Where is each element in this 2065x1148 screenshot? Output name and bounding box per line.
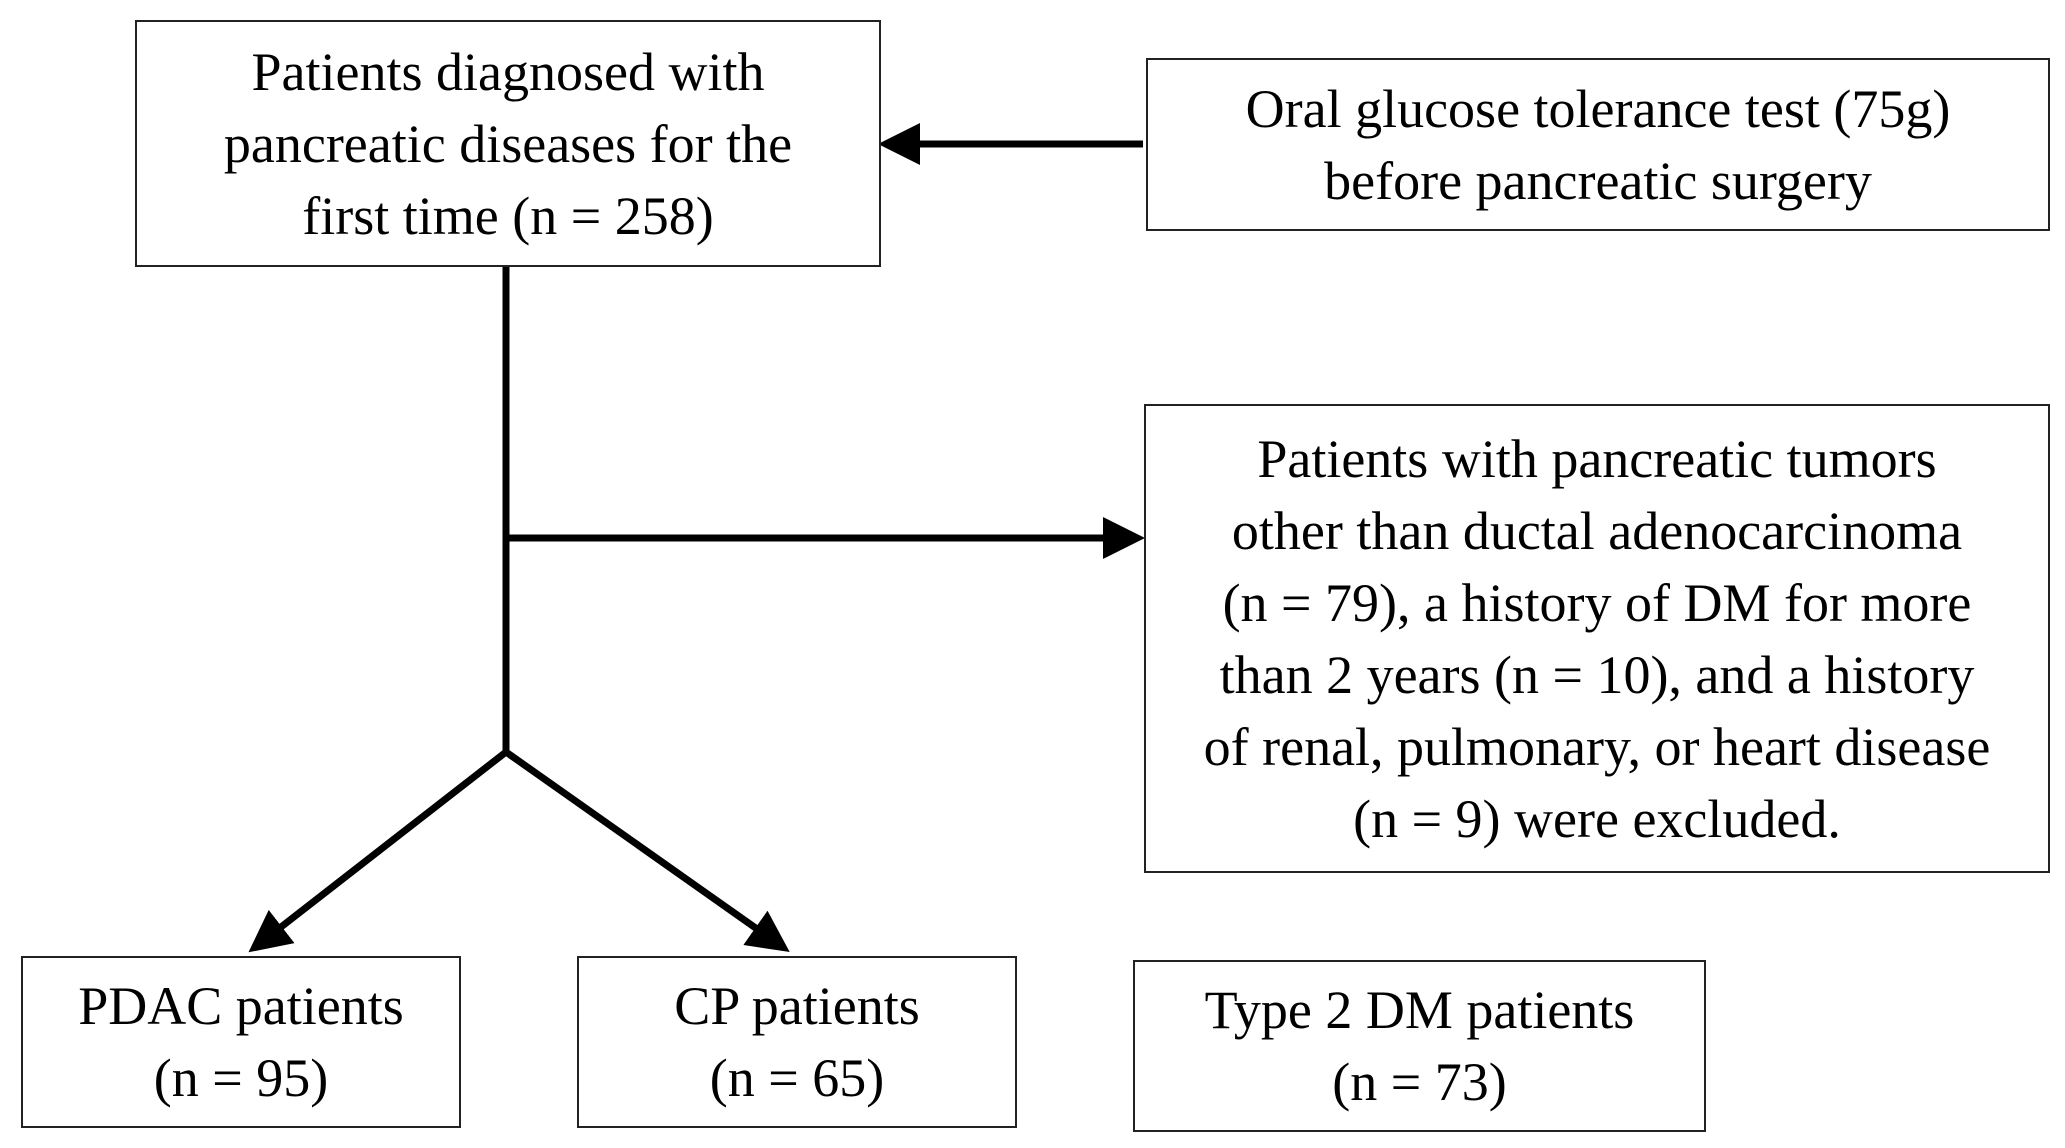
start-box: Patients diagnosed with pancreatic disea…: [135, 20, 881, 267]
ogtt-box-text: Oral glucose tolerance test (75g) before…: [1245, 78, 1951, 211]
pdac-box: PDAC patients (n = 95): [21, 956, 461, 1128]
excluded-box: Patients with pancreatic tumors other th…: [1144, 404, 2050, 873]
cp-box-text: CP patients (n = 65): [674, 976, 920, 1108]
pdac-box-text: PDAC patients (n = 95): [78, 976, 404, 1108]
t2dm-box-text: Type 2 DM patients (n = 73): [1204, 980, 1635, 1112]
arrow-to-cp: [503, 749, 790, 953]
cp-box: CP patients (n = 65): [577, 956, 1017, 1128]
t2dm-box: Type 2 DM patients (n = 73): [1133, 960, 1706, 1132]
ogtt-box: Oral glucose tolerance test (75g) before…: [1146, 58, 2050, 231]
arrow-to-pdac: [248, 749, 509, 953]
start-box-text: Patients diagnosed with pancreatic disea…: [223, 41, 793, 246]
excluded-box-text: Patients with pancreatic tumors other th…: [1203, 428, 1991, 849]
